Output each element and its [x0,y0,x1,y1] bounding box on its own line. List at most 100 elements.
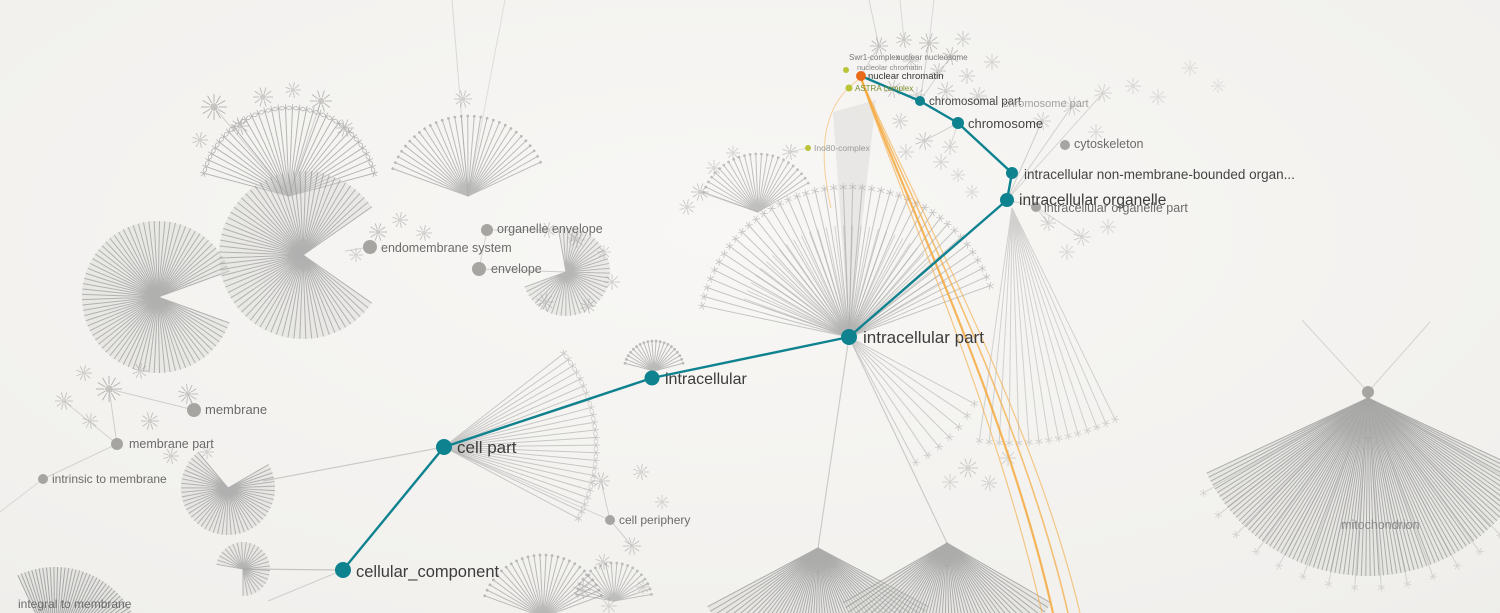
edge-bundle-wedge [833,100,876,337]
term-node-starburst[interactable] [955,31,971,47]
term-node-starburst[interactable] [1100,219,1116,235]
term-node-starburst[interactable] [132,363,148,379]
term-node-starburst[interactable] [915,132,933,150]
term-node-starburst[interactable] [1062,96,1082,116]
term-node-starburst[interactable] [984,54,1000,70]
term-node-starburst[interactable] [726,146,740,160]
term-node-starburst[interactable] [951,168,965,182]
term-node-astra-complex[interactable] [845,84,853,92]
term-node-starburst[interactable] [454,90,472,108]
term-node-starburst[interactable] [569,232,585,248]
term-node-starburst[interactable] [623,537,641,555]
term-node-starburst[interactable] [870,37,888,55]
term-node-mitochondrion-apex[interactable] [1362,386,1374,398]
term-node-starburst[interactable] [937,82,955,100]
term-node-starburst[interactable] [349,248,363,262]
term-node-starburst[interactable] [392,212,408,228]
term-node-starburst[interactable] [896,32,912,48]
term-node-starburst[interactable] [892,113,908,129]
term-node-starburst[interactable] [969,87,987,105]
term-node-starburst[interactable] [82,413,98,429]
term-node-starburst[interactable] [597,245,611,259]
term-node-starburst[interactable] [965,185,979,199]
term-node-starburst[interactable] [942,474,958,490]
term-node-starburst[interactable] [919,33,939,53]
term-node-starburst[interactable] [981,475,997,491]
term-node-starburst[interactable] [540,222,556,238]
term-node-starburst[interactable] [782,144,798,160]
term-node-starburst[interactable] [231,117,249,135]
term-node-chromosomal-part[interactable] [915,96,925,106]
term-node-starburst[interactable] [958,458,978,478]
term-node-starburst[interactable] [253,87,273,107]
term-node-intracellular[interactable] [644,370,660,386]
term-node-starburst[interactable] [679,199,695,215]
term-node-starburst[interactable] [163,448,179,464]
fan-bottom-2 [842,542,1052,613]
term-node-cell-periphery[interactable] [605,515,615,525]
term-node-starburst[interactable] [141,412,159,430]
term-node-envelope[interactable] [472,262,486,276]
term-node-starburst[interactable] [1040,215,1056,231]
term-node-starburst[interactable] [942,139,958,155]
term-node-starburst[interactable] [655,495,669,509]
term-node-starburst[interactable] [192,132,208,148]
term-node-starburst[interactable] [1094,84,1112,102]
term-node-starburst[interactable] [959,68,975,84]
term-node-starburst[interactable] [601,598,617,613]
term-node-starburst[interactable] [1033,112,1051,130]
term-node-starburst[interactable] [285,82,301,98]
term-node-starburst[interactable] [930,63,946,79]
term-node-endomembrane-system[interactable] [363,240,377,254]
term-node-starburst[interactable] [178,384,198,404]
term-node-starburst[interactable] [633,464,649,480]
term-node-starburst[interactable] [942,47,960,65]
term-node-starburst[interactable] [573,581,591,599]
term-node-starburst[interactable] [691,183,709,201]
term-node-starburst[interactable] [1150,89,1166,105]
term-node-starburst[interactable] [1211,79,1225,93]
term-node-intrinsic-to-membrane[interactable] [38,474,48,484]
term-node-starburst[interactable] [55,392,73,410]
term-node-starburst[interactable] [336,119,354,137]
term-node-starburst[interactable] [536,293,554,311]
term-node-starburst[interactable] [706,160,722,176]
term-node-starburst[interactable] [1182,60,1198,76]
term-node-intracellular-organelle-part[interactable] [1031,202,1041,212]
term-node-membrane-part[interactable] [111,438,123,450]
term-node-starburst[interactable] [604,274,620,290]
term-node-starburst[interactable] [1088,124,1104,140]
graph-edge [817,336,850,549]
term-node-starburst[interactable] [903,53,919,69]
term-node-starburst[interactable] [595,554,611,570]
term-node-starburst[interactable] [933,154,949,170]
term-node-intracellular-non-membrane-bounded-organelle[interactable] [1006,167,1018,179]
term-node-intracellular-part[interactable] [841,329,857,345]
term-node-cytoskeleton[interactable] [1060,140,1070,150]
term-node-starburst[interactable] [369,223,387,241]
term-node-starburst[interactable] [592,472,610,490]
term-node-intracellular-organelle[interactable] [1000,193,1014,207]
term-node-starburst[interactable] [201,94,227,120]
term-node-starburst[interactable] [200,445,214,459]
term-node-cell-part[interactable] [436,439,452,455]
term-node-starburst[interactable] [416,225,432,241]
term-node-starburst[interactable] [96,376,122,402]
term-node-starburst[interactable] [580,298,596,314]
term-node-starburst[interactable] [1059,244,1075,260]
term-node-starburst[interactable] [76,365,92,381]
term-node-starburst[interactable] [1073,228,1091,246]
term-node-membrane[interactable] [187,403,201,417]
term-node-nuclear-chromatin[interactable] [856,71,866,81]
term-node-cellular-component[interactable] [335,562,351,578]
term-node-top-green-term[interactable] [843,67,849,73]
term-node-starburst[interactable] [636,580,650,594]
term-node-chromosome[interactable] [952,117,964,129]
term-node-starburst[interactable] [310,90,332,112]
term-node-starburst[interactable] [1125,78,1141,94]
term-node-organelle-envelope[interactable] [481,224,493,236]
term-node-starburst[interactable] [898,144,914,160]
term-node-ino80-complex[interactable] [805,145,811,151]
